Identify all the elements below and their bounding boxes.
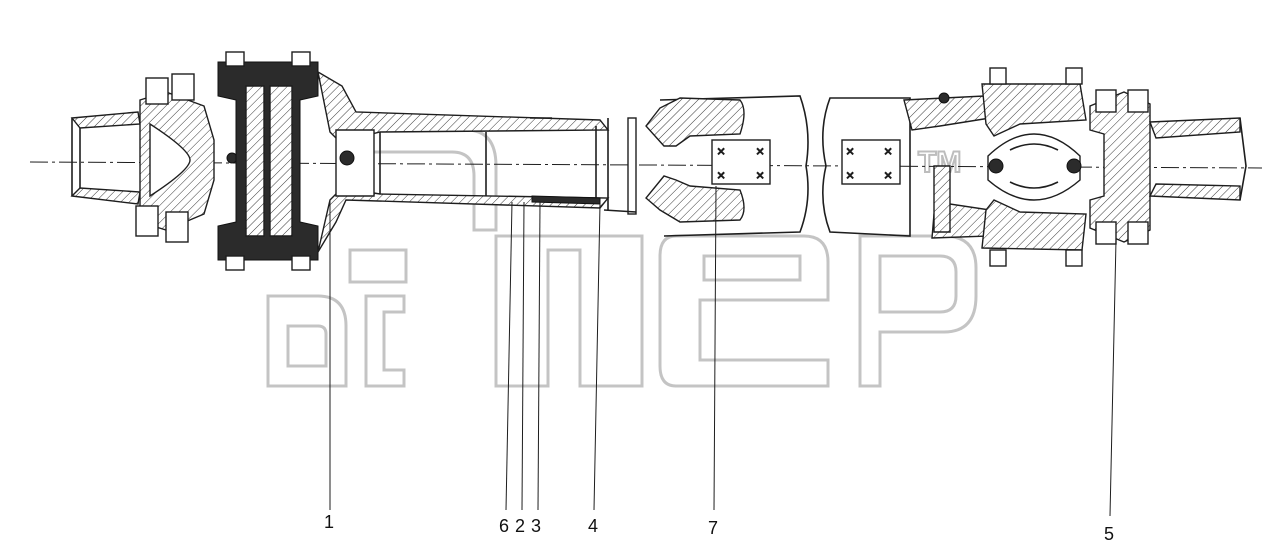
leader-lines — [329, 185, 1117, 517]
right-flange-assembly — [1089, 89, 1247, 245]
sliding-yoke-housing — [317, 70, 610, 253]
svg-text:×: × — [717, 167, 725, 183]
callout-4: 4 — [588, 516, 598, 536]
svg-text:×: × — [884, 143, 892, 159]
shaft-tube-right-end: × × × × — [822, 92, 991, 239]
callout-2: 2 — [515, 516, 525, 536]
dust-cover-collar — [603, 117, 637, 215]
elastic-coupling — [217, 51, 319, 271]
callout-5: 5 — [1104, 524, 1114, 544]
callout-6: 6 — [499, 516, 509, 536]
callout-7: 7 — [708, 518, 718, 538]
shaft-tube-left-end: × × × × — [645, 95, 809, 237]
callout-1: 1 — [324, 512, 334, 532]
left-flange-assembly — [135, 73, 238, 243]
svg-text:×: × — [756, 143, 764, 159]
svg-text:×: × — [846, 143, 854, 159]
svg-text:×: × — [884, 167, 892, 183]
svg-text:×: × — [717, 143, 725, 159]
svg-text:×: × — [756, 167, 764, 183]
callout-3: 3 — [531, 516, 541, 536]
left-shaft-stub — [70, 111, 141, 205]
right-universal-joint — [981, 67, 1087, 267]
svg-text:×: × — [846, 167, 854, 183]
